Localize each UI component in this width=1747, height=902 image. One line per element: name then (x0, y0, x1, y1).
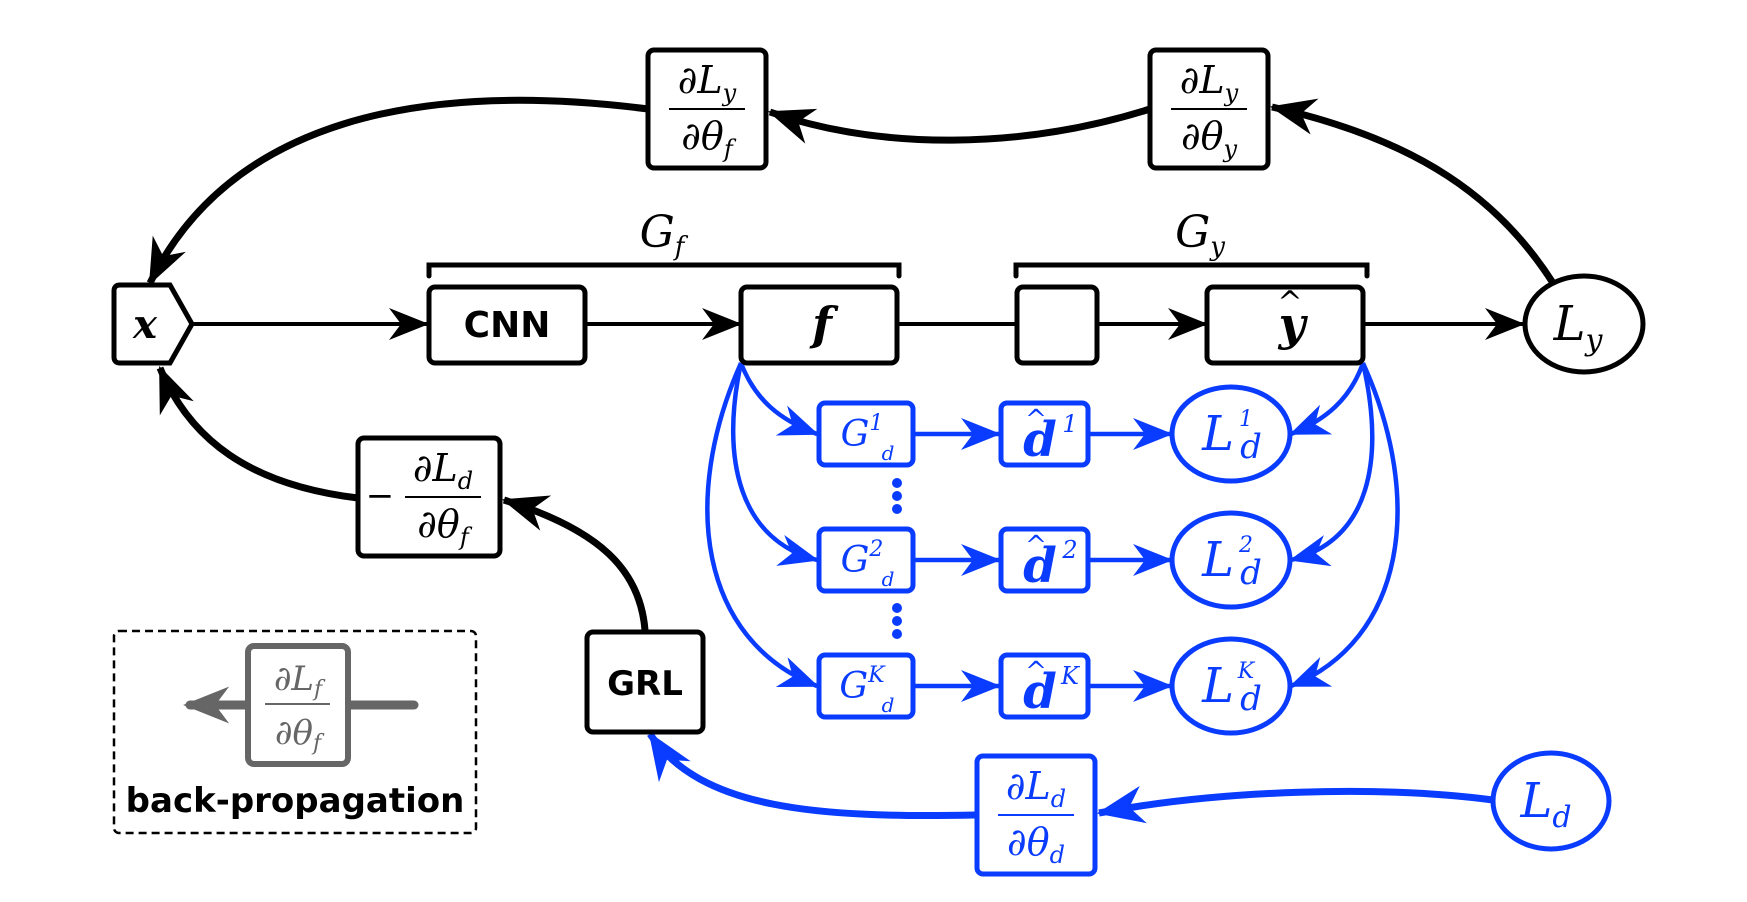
svg-text:GRL: GRL (607, 664, 683, 704)
domain-classifier-node: G1d (816, 400, 916, 468)
gradient-numerator: ∂Ld (413, 446, 473, 495)
bracket-feature-extractor (426, 262, 902, 279)
legend: ∂Lf ∂θf back-propagation (112, 629, 478, 835)
legend-caption: back-propagation (126, 781, 465, 821)
backprop-edge-dthy-to-dthf (767, 105, 1152, 144)
input-node: x (111, 282, 195, 366)
backprop-edge-negdLd-to-x (156, 365, 359, 502)
svg-text:1: 1 (1239, 407, 1253, 432)
domain-classifier-node: G2d (816, 526, 916, 594)
svg-text:d: d (882, 693, 895, 717)
gradient-dLd-dtheta-d: ∂Ld ∂θd (974, 753, 1098, 877)
backprop-edge-dthf-to-x (146, 96, 649, 286)
svg-text:G1: G1 (841, 411, 884, 455)
svg-text:d: d (1023, 412, 1057, 468)
gradient-numerator: ∂Ly (678, 58, 737, 107)
gradient-numerator: ∂Ld (1006, 764, 1066, 813)
svg-text:2: 2 (1061, 536, 1077, 564)
backprop-edge-Ld-to-dLd (1096, 785, 1494, 824)
svg-text:^: ^ (1277, 285, 1302, 320)
svg-text:K: K (1060, 662, 1081, 690)
svg-text:y: y (1278, 297, 1309, 351)
edge-f-to-Gd1 (738, 362, 819, 437)
svg-text:d: d (1023, 664, 1057, 720)
svg-text:d: d (882, 567, 895, 591)
label-loss-node: Ly (1522, 273, 1646, 375)
label-label-predictor: Gy (1175, 207, 1225, 262)
domain-prediction-node: d^ 2 (998, 526, 1091, 594)
backprop-edge-GRL-to-negdLd (501, 495, 649, 631)
svg-text:d: d (1240, 679, 1262, 719)
svg-text:d: d (1240, 427, 1262, 467)
domain-classifier-node: GKd (816, 652, 916, 720)
edge-yhat-to-Ld2 (1289, 362, 1375, 567)
svg-text:Ly: Ly (1553, 296, 1604, 358)
bracket-label-predictor (1013, 262, 1370, 279)
label-feature-extractor: Gf (640, 207, 689, 262)
svg-text:^: ^ (1025, 657, 1047, 687)
gradient-neg-dLd-dtheta-f: −∂Ld∂θf (355, 435, 503, 559)
backprop-edge-Ly-to-dLy-dthy (1269, 98, 1556, 285)
ellipsis-dots-2 (892, 603, 902, 639)
svg-text:L: L (1201, 658, 1234, 714)
edge-f-to-GdK (705, 362, 819, 689)
edge-f-to-Gd2 (730, 362, 819, 566)
label-prediction-node: y ^ (1204, 284, 1366, 366)
svg-text:x: x (132, 301, 158, 348)
svg-text:d: d (1023, 538, 1057, 594)
svg-text:L: L (1201, 532, 1234, 588)
svg-text:d: d (882, 441, 895, 465)
edge-yhat-to-LdK (1289, 362, 1400, 689)
svg-text:CNN: CNN (464, 305, 551, 346)
svg-text:GK: GK (839, 663, 886, 707)
svg-text:Ld: Ld (1519, 773, 1571, 835)
grl-node: GRL (584, 629, 706, 735)
gradient-denominator: ∂θy (1181, 114, 1238, 163)
svg-text:G2: G2 (841, 537, 884, 581)
svg-text:2: 2 (1238, 533, 1253, 558)
feature-node: f (738, 284, 900, 366)
minus-sign: − (366, 476, 395, 516)
domain-prediction-node: d^ 1 (998, 400, 1091, 468)
backprop-edge-dLd-to-GRL (647, 732, 976, 820)
svg-text:^: ^ (1025, 531, 1047, 561)
gradient-denominator: ∂θd (1007, 820, 1065, 869)
svg-text:^: ^ (1025, 405, 1047, 435)
ellipsis-dots-1 (892, 478, 902, 514)
svg-text:L: L (1201, 406, 1234, 462)
edge-yhat-to-Ld1 (1289, 362, 1366, 437)
domain-prediction-node: d^ K (998, 652, 1091, 720)
svg-text:1: 1 (1062, 410, 1077, 438)
gradient-dLy-dtheta-f: ∂Ly∂θf (645, 47, 769, 171)
label-hidden-node (1014, 284, 1100, 366)
svg-text:K: K (1237, 659, 1256, 684)
gradient-numerator: ∂Ly (1180, 58, 1239, 107)
legend-gradient-denominator: ∂θf (275, 713, 325, 756)
domain-loss-node: Ld (1490, 750, 1612, 852)
svg-text:d: d (1240, 553, 1262, 593)
gradient-dLy-dtheta-y: ∂Ly ∂θy (1147, 47, 1271, 171)
cnn-node: CNN (426, 284, 588, 366)
